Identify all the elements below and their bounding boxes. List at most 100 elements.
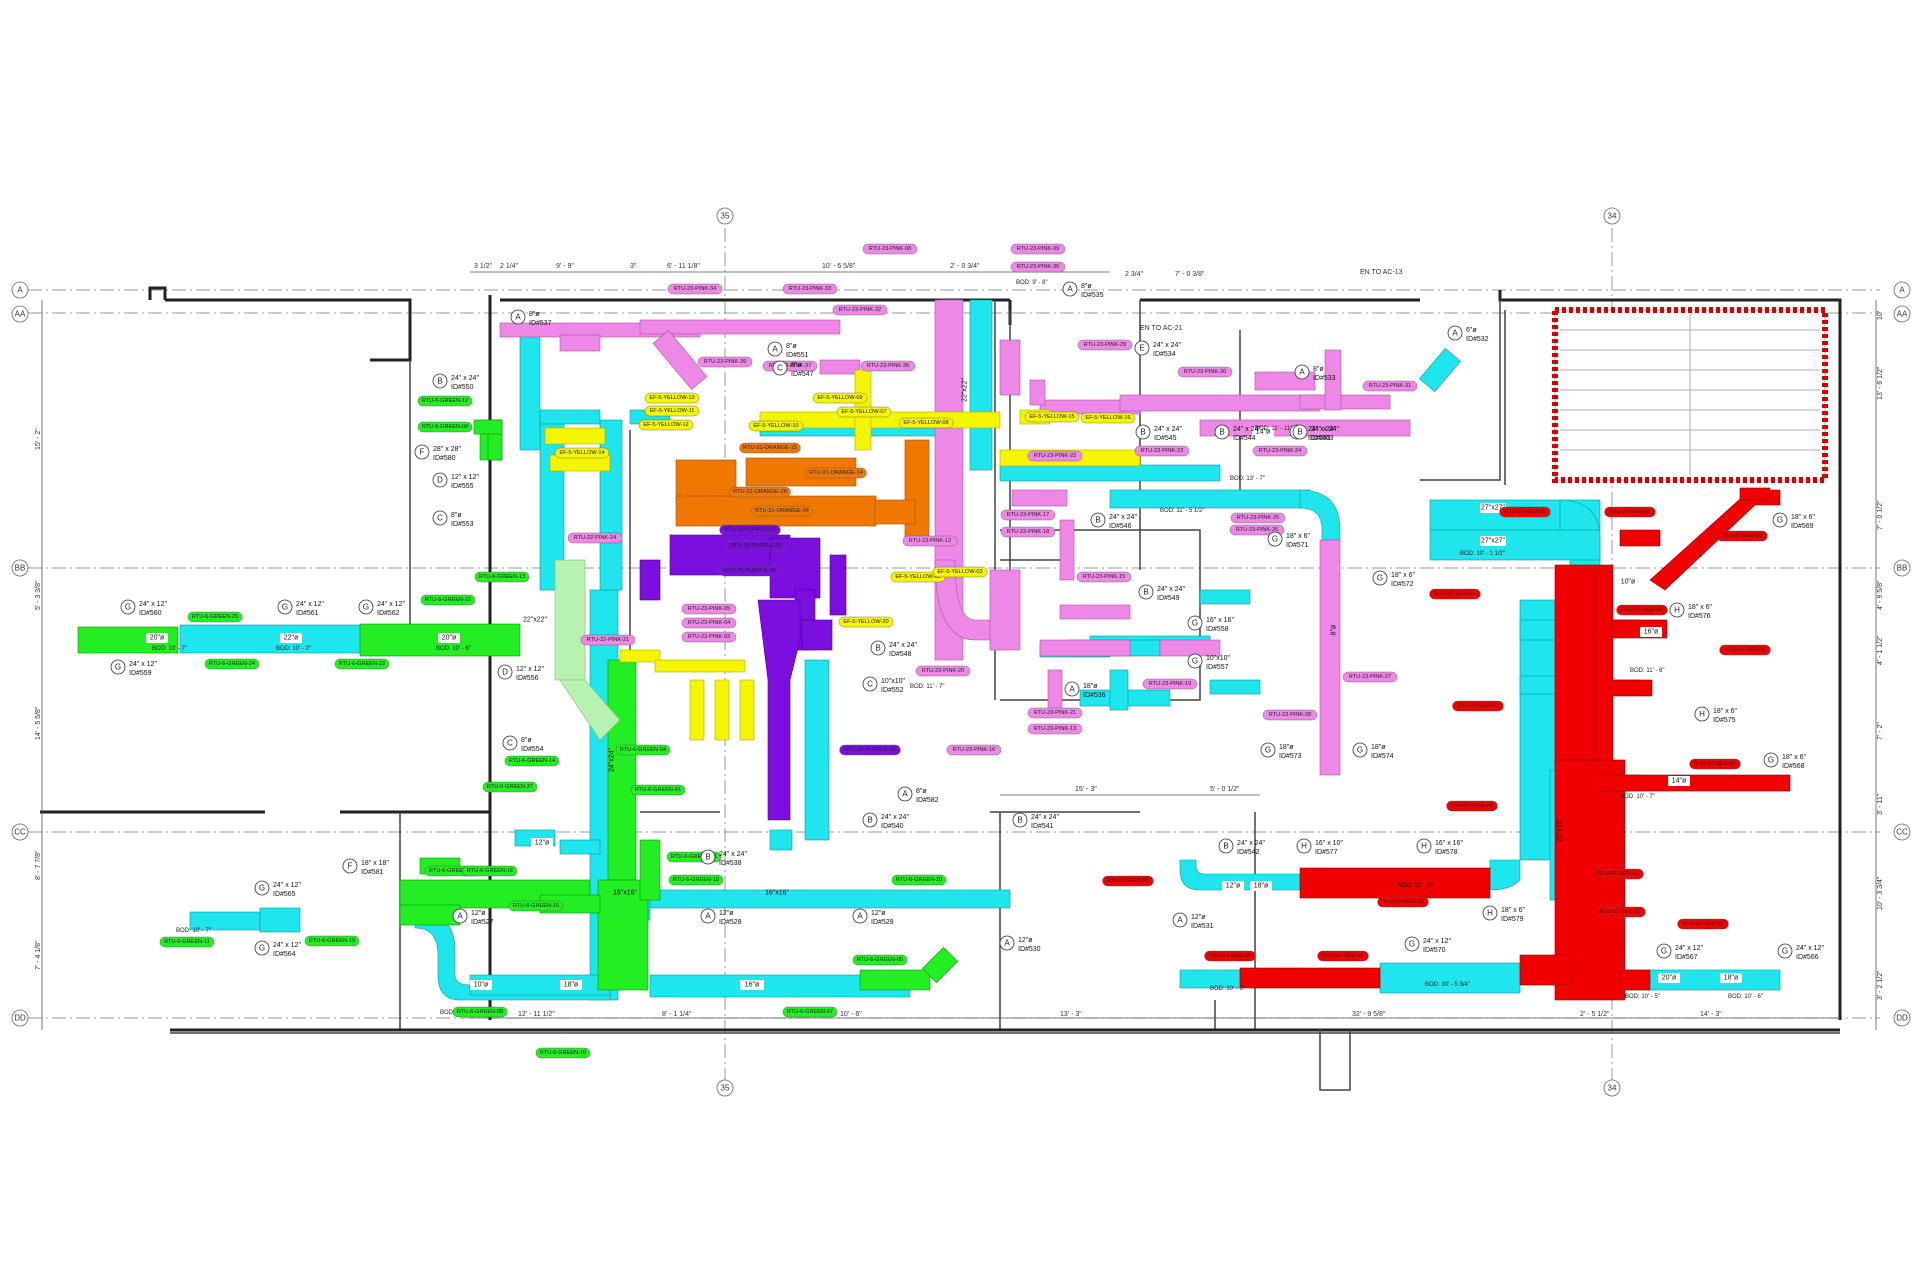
grid-bubble-aa-left [11,305,29,323]
diffuser-type-bubble [1064,681,1080,697]
duct-pink [1324,349,1342,411]
duct-tag-pill [860,360,916,372]
diffuser-neck-size: 24" x 12" [377,601,405,608]
duct-tag-label: EF-5-YELLOW-09 [817,395,862,401]
diffuser-type-bubble [432,510,448,526]
duct-tag-label: RTU-35-PURPLE-03 [730,543,782,549]
size-label: 18"ø [564,982,579,989]
duct-yellow [739,679,755,741]
size-label: 20"ø [442,635,457,642]
duct-tag-label: RTU-31-ORANGE-04 [755,508,809,514]
duct-tag-pill [1716,530,1768,542]
size-label-bg [146,633,168,643]
duct-pink [1047,669,1063,711]
dim-text: 7' - 2" [1877,722,1884,740]
size-label: 10"ø [1621,579,1636,586]
diffuser-id: ID#561 [296,610,319,617]
diffuser-neck-size: 8"ø [1313,366,1324,373]
duct-tag-pill [1229,524,1285,536]
duct-tag: EF-5-YELLOW-10 [748,420,804,432]
diffuser-type-bubble [1447,325,1463,341]
duct-tag-label: RTU-6-GREEN-05 [857,957,903,963]
diffuser-type-letter: F [420,448,425,457]
diffuser-id: ID#567 [1675,954,1698,961]
duct-tag: RTU-23-PINK-12 [902,535,958,547]
duct-tag: EF-5-YELLOW-15 [1024,411,1080,423]
diffuser-type-bubble [1294,364,1310,380]
size-label: 12"ø [1226,883,1241,890]
diffuser-neck-size: 24" x 24" [1311,426,1339,433]
duct-tag: RTU-37-RED-08 [1446,800,1498,812]
duct-tag: RTU-37-RED-07 [1452,700,1504,712]
duct-tag-pill [751,505,813,517]
duct-pink [1011,489,1068,507]
diffuser-id: ID#538 [719,860,742,867]
dim-text: 10' [1877,311,1884,320]
note-text: EN TO AC-13 [1360,269,1403,276]
diffuser-neck-size: 8"ø [529,311,540,318]
size-label-bg [1640,627,1662,637]
diffuser-id: ID#543 [1308,435,1331,442]
diffuser-neck-size: 24" x 24" [1153,342,1181,349]
duct-tag-pill [1076,571,1132,583]
stair [1552,307,1828,483]
diffuser-id: ID#565 [273,891,296,898]
diffuser-neck-size: 28" x 28" [433,446,461,453]
duct-tag-pill [1592,868,1644,880]
light-green-ducts [554,559,621,741]
diffuser-id: ID#573 [1279,753,1302,760]
dim-text: 3" [630,263,637,270]
duct-tag-pill [719,524,781,536]
wall-segment [1319,1030,1351,1091]
duct-tag-pill [932,566,988,578]
bod-label: BOD: 13' - 7" [1230,476,1265,482]
diffuser-type-letter: D [437,476,443,485]
diffuser-neck-size: 24" x 24" [1031,814,1059,821]
size-label: 22"x22" [962,377,969,402]
duct-tag: EF-5-YELLOW-20 [838,616,894,628]
diffuser-id: ID#575 [1713,717,1736,724]
grid-bubble-cc-right [1893,823,1911,841]
duct-tag-pill [1719,644,1771,656]
diffuser-neck-size: 8"ø [791,362,802,369]
diffuser-type-bubble [1214,424,1230,440]
duct-tag: RTU-23-PINK-33 [782,283,838,295]
diffuser-id: ID#559 [129,670,152,677]
diffuser-id: ID#579 [1501,916,1524,923]
grid-label-34-top: 34 [1608,212,1617,221]
duct-cyan [999,464,1221,482]
dim-text: 3 1/2" [474,263,493,270]
diffuser-id: ID#556 [516,675,539,682]
duct-red [1239,967,1381,989]
duct-cyan [1209,679,1261,695]
diffuser-neck-size: 8"ø [521,737,532,744]
duct-tag-label: RTU-6-GREEN-23 [339,661,385,667]
dim-text: 9' - 9" [556,263,574,270]
stair-fire-rating [1552,307,1828,483]
duct-tag-pill [1446,800,1498,812]
diffuser-type-letter: G [1377,574,1383,583]
diffuser-type-letter: A [1067,285,1073,294]
duct-tag-pill [580,634,636,646]
duct-tag: RTU-37-RED-06 [1719,644,1771,656]
diffuser-neck-size: 8"ø [786,343,797,350]
diffuser-neck-size: 18"ø [1371,744,1386,751]
duct-tag: RTU-23-PINK-09 [1010,243,1066,255]
duct-tag: RTU-23-PINK-22 [1027,450,1083,462]
grid-bubble-bb-right [1893,559,1911,577]
duct-tag: RTU-6-GREEN-24 [204,658,260,670]
duct-tag-pill [748,420,804,432]
diffuser-neck-size: 24" x 24" [1154,426,1182,433]
duct-tag-pill [1142,678,1198,690]
duct-purple [829,554,847,616]
duct-tag-pill [417,395,473,407]
diffuser-type-bubble [254,940,270,956]
duct-tag: RTU-37-RED-13 [1594,906,1646,918]
duct-cyan [769,829,793,851]
duct-tag: RTU-23-PINK-17 [1000,509,1056,521]
